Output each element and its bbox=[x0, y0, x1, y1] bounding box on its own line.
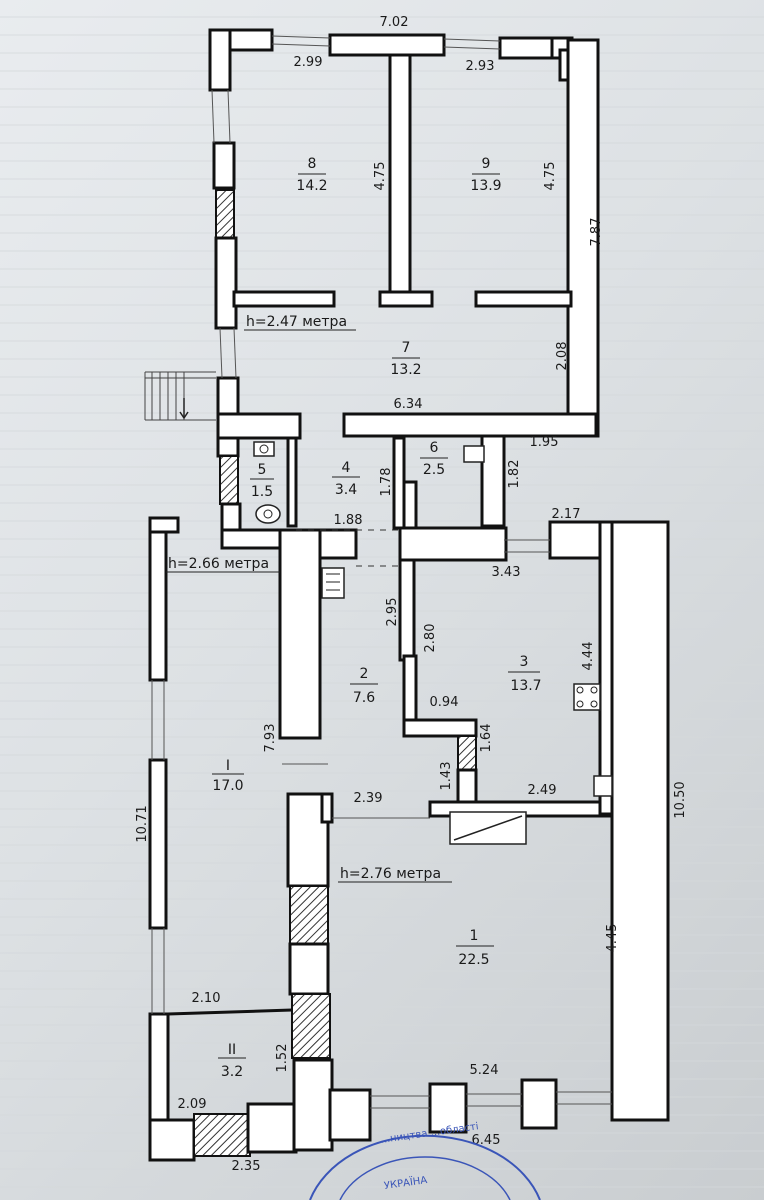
room-number: 3 bbox=[520, 654, 529, 670]
room-area: 22.5 bbox=[458, 952, 489, 968]
walls-lower bbox=[148, 516, 670, 1162]
room-number: 5 bbox=[258, 462, 267, 478]
room-area: 1.5 bbox=[251, 484, 273, 500]
dim-6.45: 6.45 bbox=[472, 1133, 501, 1148]
dimension-labels: 7.02 2.99 2.93 4.75 4.75 7.87 2.08 6.34 … bbox=[135, 15, 688, 1174]
dim-1.64: 1.64 bbox=[479, 724, 494, 753]
height-label-upper: h=2.47 метра bbox=[246, 314, 347, 330]
room-label-2: 2 7.6 bbox=[350, 666, 378, 706]
room-label-3: 3 13.7 bbox=[508, 654, 542, 694]
height-label-middle: h=2.66 метра bbox=[168, 556, 269, 572]
walls-upper bbox=[208, 28, 600, 440]
dim-10.50: 10.50 bbox=[673, 781, 688, 818]
room-label-I: I 17.0 bbox=[212, 758, 244, 794]
dim-10.71: 10.71 bbox=[135, 805, 150, 842]
room-number: 6 bbox=[430, 440, 439, 456]
dim-2.35: 2.35 bbox=[232, 1159, 261, 1174]
dim-7.87: 7.87 bbox=[589, 218, 604, 247]
room-area: 13.7 bbox=[510, 678, 541, 694]
dim-1.88: 1.88 bbox=[334, 513, 363, 528]
room-label-4: 4 3.4 bbox=[332, 460, 360, 498]
room-area: 2.5 bbox=[423, 462, 445, 478]
room-area: 3.2 bbox=[221, 1064, 243, 1080]
room-label-8: 8 14.2 bbox=[296, 156, 327, 194]
room-area: 7.6 bbox=[353, 690, 375, 706]
room-area: 17.0 bbox=[212, 778, 243, 794]
room-number: I bbox=[226, 758, 230, 774]
room-number: 1 bbox=[470, 928, 479, 944]
dim-4.44: 4.44 bbox=[581, 642, 596, 671]
dim-2.80: 2.80 bbox=[423, 624, 438, 653]
room-label-6: 6 2.5 bbox=[420, 440, 448, 478]
room-label-II: II 3.2 bbox=[218, 1042, 246, 1080]
dim-0.94: 0.94 bbox=[430, 695, 459, 710]
dim-2.99: 2.99 bbox=[294, 55, 323, 70]
windows-lower bbox=[151, 529, 612, 1109]
dim-5.24: 5.24 bbox=[470, 1063, 499, 1078]
room-number: 4 bbox=[342, 460, 351, 476]
room-label-1: 1 22.5 bbox=[456, 928, 494, 968]
dim-7.02: 7.02 bbox=[380, 15, 409, 30]
dim-4.75-right: 4.75 bbox=[543, 162, 558, 191]
height-label-lower: h=2.76 метра bbox=[340, 866, 441, 882]
room-area: 13.9 bbox=[470, 178, 501, 194]
dim-6.34: 6.34 bbox=[394, 397, 423, 412]
dim-2.10: 2.10 bbox=[192, 991, 221, 1006]
dim-2.17: 2.17 bbox=[552, 507, 581, 522]
room-label-7: 7 13.2 bbox=[390, 340, 421, 378]
room-number: 9 bbox=[482, 156, 491, 172]
room-area: 13.2 bbox=[390, 362, 421, 378]
room-area: 14.2 bbox=[296, 178, 327, 194]
room-label-5: 5 1.5 bbox=[250, 462, 274, 500]
dim-7.93: 7.93 bbox=[263, 724, 278, 753]
windows-upper bbox=[211, 35, 501, 379]
dim-2.08: 2.08 bbox=[555, 342, 570, 371]
dim-1.43: 1.43 bbox=[439, 762, 454, 791]
entrance-stairs bbox=[144, 371, 216, 421]
room-number: 2 bbox=[360, 666, 369, 682]
room-number: II bbox=[228, 1042, 236, 1058]
dim-2.09: 2.09 bbox=[178, 1097, 207, 1112]
dim-4.75-left: 4.75 bbox=[373, 162, 388, 191]
dim-1.82: 1.82 bbox=[507, 460, 522, 489]
dim-2.49: 2.49 bbox=[528, 783, 557, 798]
dim-2.95: 2.95 bbox=[385, 598, 400, 627]
room-label-9: 9 13.9 bbox=[470, 156, 501, 194]
dim-1.95: 1.95 bbox=[530, 435, 559, 450]
dim-2.93: 2.93 bbox=[466, 59, 495, 74]
room-number: 8 bbox=[308, 156, 317, 172]
dim-3.43: 3.43 bbox=[492, 565, 521, 580]
dim-2.39: 2.39 bbox=[354, 791, 383, 806]
dim-4.45: 4.45 bbox=[605, 924, 620, 953]
height-labels: h=2.47 метра h=2.66 метра h=2.76 метра bbox=[166, 314, 452, 883]
room-area: 3.4 bbox=[335, 482, 357, 498]
dim-1.52: 1.52 bbox=[275, 1044, 290, 1073]
dim-1.78: 1.78 bbox=[379, 468, 394, 497]
room-number: 7 bbox=[402, 340, 411, 356]
